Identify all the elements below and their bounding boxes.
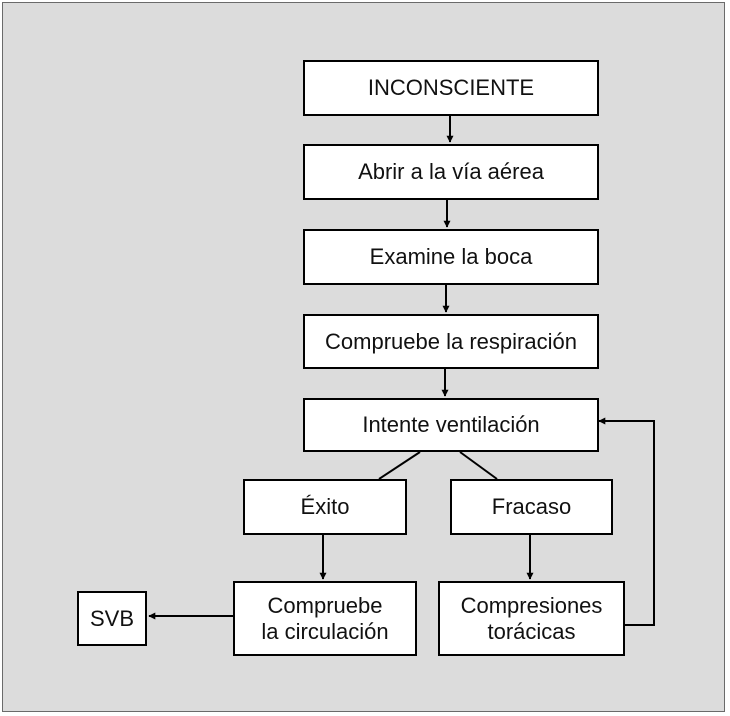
node-check-mouth: Examine la boca: [303, 229, 599, 285]
loop-arrow-compressions-to-ventilation: [598, 417, 655, 626]
node-check-breathing: Compruebe la respiración: [303, 314, 599, 369]
node-svb: SVB: [77, 591, 147, 646]
node-check-circulation: Compruebe la circulación: [233, 581, 417, 656]
node-attempt-ventilation: Intente ventilación: [303, 398, 599, 452]
node-success: Éxito: [243, 479, 407, 535]
branch-line-success: [378, 451, 421, 480]
node-chest-compressions: Compresiones torácicas: [438, 581, 625, 656]
node-unconscious: INCONSCIENTE: [303, 60, 599, 116]
node-failure: Fracaso: [450, 479, 613, 535]
node-open-airway: Abrir a la vía aérea: [303, 144, 599, 200]
branch-line-failure: [459, 451, 498, 480]
